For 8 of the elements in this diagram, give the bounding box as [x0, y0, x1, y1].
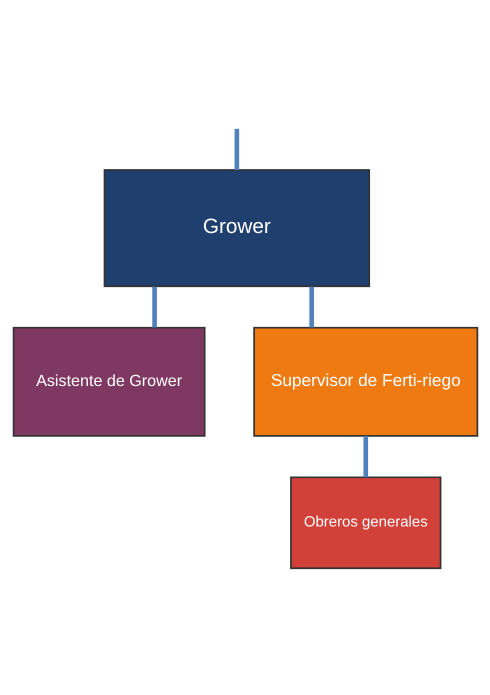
connector [308, 286, 314, 327]
node-box: Supervisor de Ferti-riego [252, 326, 478, 436]
node-box: Asistente de Grower [12, 326, 205, 436]
connector [152, 286, 156, 327]
node-box: Obreros generales [290, 476, 441, 569]
connector [234, 128, 239, 170]
connector [362, 435, 368, 477]
node-box: Grower [103, 168, 370, 287]
